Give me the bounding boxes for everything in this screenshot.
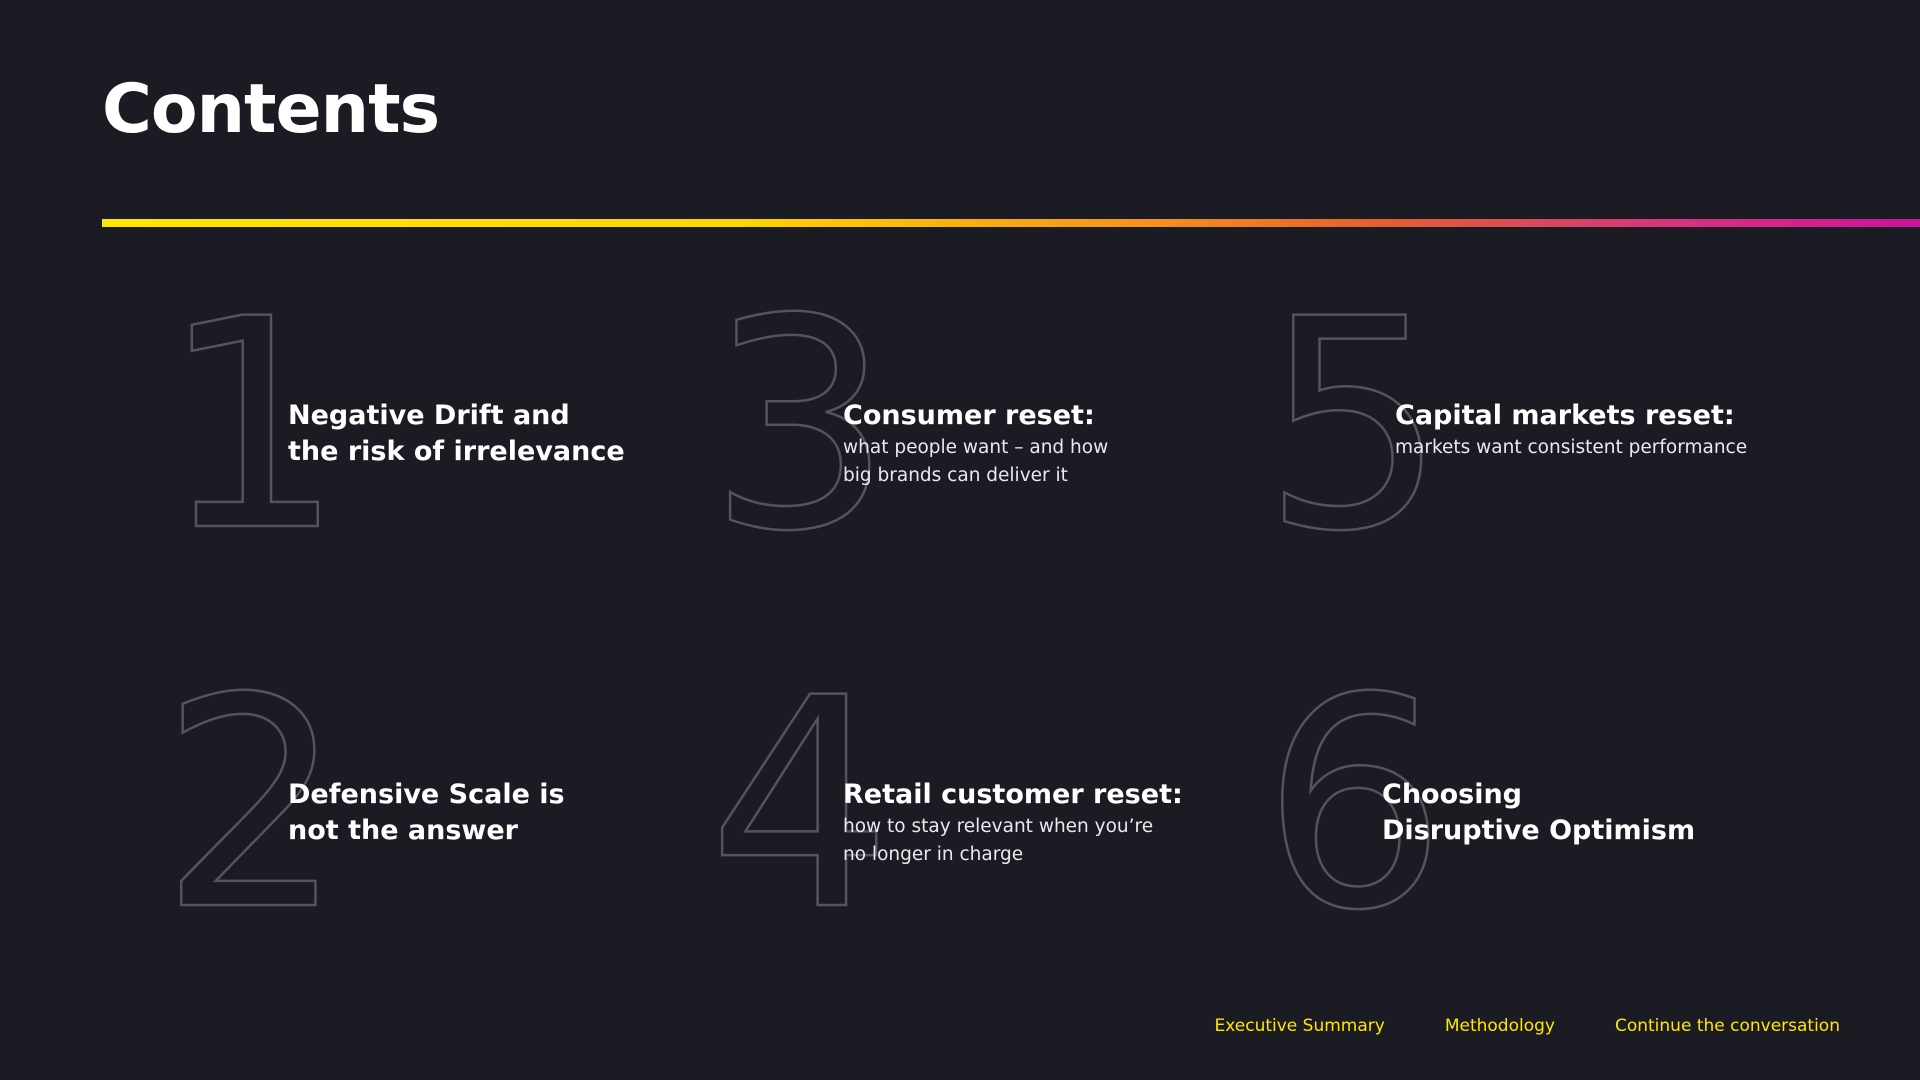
section-item-5[interactable]: 5 Capital markets reset: markets want co…	[1261, 280, 1822, 573]
section-number-4: 4	[707, 637, 894, 974]
section-item-3[interactable]: 3 Consumer reset: what people want – and…	[707, 280, 1268, 573]
section-subtitle-4: how to stay relevant when you’re no long…	[843, 816, 1154, 865]
section-item-6[interactable]: 6 Choosing Disruptive Optimism	[1261, 659, 1822, 952]
section-item-2[interactable]: 2 Defensive Scale is not the answer	[159, 659, 720, 952]
section-text-4: Retail customer reset: how to stay relev…	[843, 777, 1183, 869]
section-text-1: Negative Drift and the risk of irrelevan…	[288, 398, 625, 470]
section-number-3: 3	[707, 258, 894, 595]
section-subtitle-5: markets want consistent performance	[1395, 437, 1748, 458]
section-number-6: 6	[1261, 637, 1448, 974]
section-text-6: Choosing Disruptive Optimism	[1382, 777, 1695, 849]
section-text-5: Capital markets reset: markets want cons…	[1395, 398, 1747, 462]
footer-nav: Executive Summary Methodology Continue t…	[1215, 1016, 1841, 1036]
section-heading-3: Consumer reset:	[843, 400, 1095, 431]
section-text-2: Defensive Scale is not the answer	[288, 777, 565, 849]
section-heading-1: Negative Drift and the risk of irrelevan…	[288, 400, 625, 467]
section-heading-5: Capital markets reset:	[1395, 400, 1735, 431]
section-item-4[interactable]: 4 Retail customer reset: how to stay rel…	[707, 659, 1268, 952]
section-heading-2: Defensive Scale is not the answer	[288, 779, 565, 846]
section-number-5: 5	[1261, 258, 1448, 595]
gradient-divider	[102, 219, 1920, 227]
executive-summary-link[interactable]: Executive Summary	[1214, 1016, 1385, 1036]
section-item-1[interactable]: 1 Negative Drift and the risk of irrelev…	[159, 280, 720, 573]
section-number-1: 1	[159, 258, 346, 595]
section-text-3: Consumer reset: what people want – and h…	[843, 398, 1108, 490]
section-heading-6: Choosing Disruptive Optimism	[1382, 779, 1696, 846]
page-title: Contents	[102, 70, 440, 149]
section-number-2: 2	[159, 637, 346, 974]
section-heading-4: Retail customer reset:	[843, 779, 1183, 810]
methodology-link[interactable]: Methodology	[1444, 1016, 1555, 1036]
continue-conversation-link[interactable]: Continue the conversation	[1614, 1016, 1840, 1036]
section-subtitle-3: what people want – and how big brands ca…	[843, 437, 1109, 486]
